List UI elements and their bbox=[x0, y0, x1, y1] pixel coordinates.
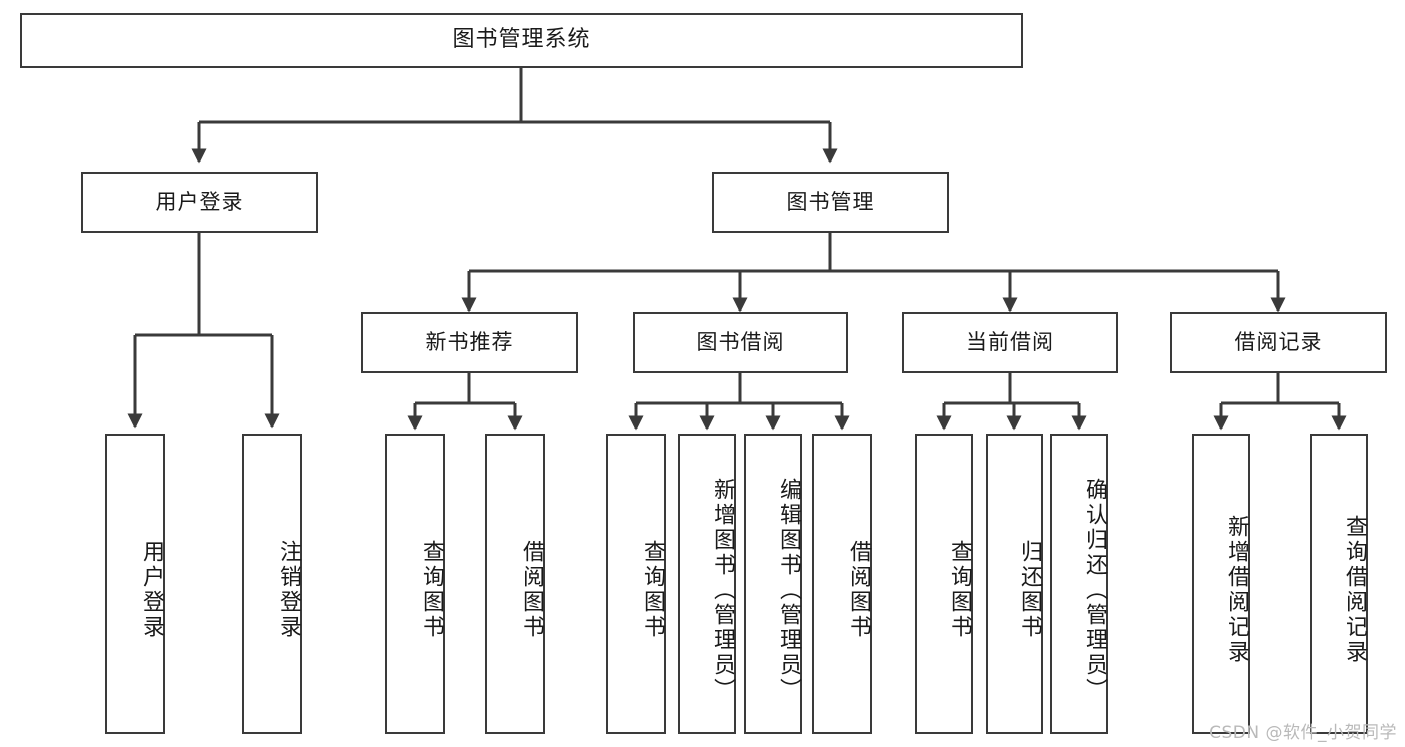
leaf-add-book-admin[interactable]: 新增图书（管理员） bbox=[678, 434, 736, 734]
leaf-borrow-book-recommend[interactable]: 借阅图书 bbox=[485, 434, 545, 734]
leaf-edit-book-admin[interactable]: 编辑图书（管理员） bbox=[744, 434, 802, 734]
node-book-management[interactable]: 图书管理 bbox=[712, 172, 949, 233]
node-user-login[interactable]: 用户登录 bbox=[81, 172, 318, 233]
leaf-query-book-borrow[interactable]: 查询图书 bbox=[606, 434, 666, 734]
leaf-query-book-recommend[interactable]: 查询图书 bbox=[385, 434, 445, 734]
leaf-query-book-current[interactable]: 查询图书 bbox=[915, 434, 973, 734]
leaf-logout[interactable]: 注销登录 bbox=[242, 434, 302, 734]
node-borrow-record[interactable]: 借阅记录 bbox=[1170, 312, 1387, 373]
leaf-add-borrow-record[interactable]: 新增借阅记录 bbox=[1192, 434, 1250, 734]
leaf-confirm-return-admin[interactable]: 确认归还（管理员） bbox=[1050, 434, 1108, 734]
leaf-user-login[interactable]: 用户登录 bbox=[105, 434, 165, 734]
node-current-borrow[interactable]: 当前借阅 bbox=[902, 312, 1118, 373]
csdn-watermark: CSDN @软件_小贺同学 bbox=[1209, 723, 1397, 743]
node-book-borrow[interactable]: 图书借阅 bbox=[633, 312, 848, 373]
node-new-book-recommend[interactable]: 新书推荐 bbox=[361, 312, 578, 373]
leaf-query-borrow-record[interactable]: 查询借阅记录 bbox=[1310, 434, 1368, 734]
leaf-return-book[interactable]: 归还图书 bbox=[986, 434, 1043, 734]
node-root-system[interactable]: 图书管理系统 bbox=[20, 13, 1023, 68]
leaf-borrow-book[interactable]: 借阅图书 bbox=[812, 434, 872, 734]
